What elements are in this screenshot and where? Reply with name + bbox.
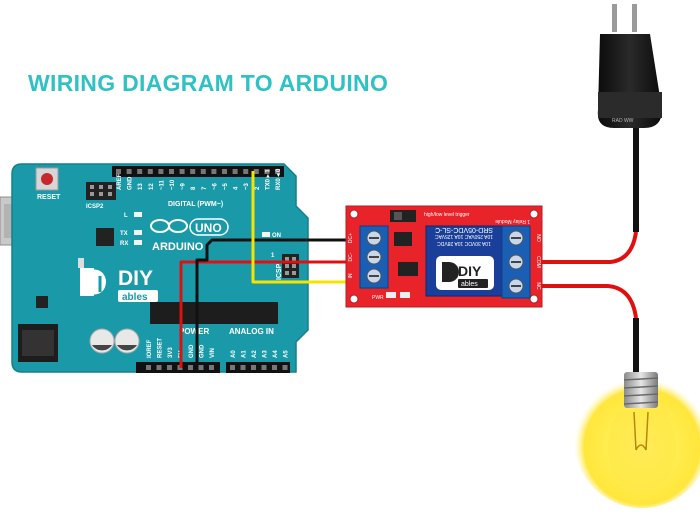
uno-label: UNO bbox=[195, 221, 222, 235]
relay-module: high/low level trigger 1 Relay Module DC… bbox=[345, 205, 543, 308]
digital-pin-label: 7 bbox=[202, 186, 208, 190]
board-brand: DIY bbox=[118, 267, 153, 290]
plug-prong-right bbox=[632, 4, 637, 32]
light-bulb-icon bbox=[574, 372, 700, 508]
diagram-title: WIRING DIAGRAM TO ARDUINO bbox=[28, 70, 389, 96]
diyables-logo-icon bbox=[80, 266, 110, 298]
led-rx bbox=[134, 240, 142, 245]
led-l bbox=[134, 212, 142, 217]
on-label: ON bbox=[272, 233, 281, 239]
power-pin-label: VIN bbox=[210, 348, 216, 358]
digital-pin-label: ~11 bbox=[159, 179, 165, 190]
relay-spec-line: 10A 250VAC 10A 125VAC bbox=[435, 233, 493, 239]
power-pin-label: GND bbox=[200, 344, 206, 358]
pwr-label: PWR bbox=[372, 295, 384, 301]
icsp-pin1-label: 1 bbox=[271, 253, 275, 259]
led-tx bbox=[134, 230, 142, 235]
led-l-label: L bbox=[124, 213, 128, 219]
power-pin-label: GND bbox=[189, 344, 195, 358]
board-brand-sub: ables bbox=[122, 292, 148, 303]
relay-output-label: NC bbox=[535, 282, 541, 290]
digital-pin-label: 8 bbox=[191, 186, 197, 190]
adapter-label: RAD WW bbox=[612, 118, 634, 124]
digital-pin-label: ~5 bbox=[223, 182, 229, 190]
usb-chip bbox=[96, 228, 114, 246]
relay-brand-sub: ables bbox=[461, 281, 478, 288]
digital-pin-label: RX0 ◂ 0 bbox=[276, 168, 282, 190]
analog-label: ANALOG IN bbox=[229, 327, 274, 336]
digital-pin-label: ~3 bbox=[244, 182, 250, 190]
analog-pin-label: A1 bbox=[242, 350, 248, 358]
analog-pin-label: A2 bbox=[252, 350, 258, 358]
relay-header2: 1 Relay Module bbox=[495, 218, 530, 224]
icsp2-header bbox=[86, 182, 116, 200]
power-adapter: RAD WW bbox=[597, 4, 662, 128]
analog-pin-label: A4 bbox=[273, 350, 279, 358]
atmega-chip bbox=[150, 302, 278, 324]
digital-pin-label: ~10 bbox=[170, 179, 176, 190]
digital-pin-label: AREF bbox=[117, 173, 123, 190]
bulb-glass bbox=[607, 410, 677, 492]
uno-badge bbox=[189, 218, 229, 236]
relay-input-label: DC+ bbox=[348, 233, 354, 243]
trigger-jumper bbox=[390, 210, 416, 222]
arduino-logo-icon bbox=[150, 219, 188, 233]
relay-header: high/low level trigger bbox=[424, 212, 470, 218]
led-tx-label: TX bbox=[120, 231, 128, 237]
relay-input-label: IN bbox=[348, 273, 354, 278]
power-label: POWER bbox=[179, 327, 209, 336]
digital-pin-label: 12 bbox=[149, 183, 155, 190]
wires bbox=[179, 128, 639, 372]
wire-mains-live bbox=[514, 231, 638, 264]
relay-output-label: NO bbox=[535, 234, 541, 242]
reset-label: RESET bbox=[37, 194, 61, 201]
icsp-label: ICSP bbox=[276, 263, 283, 280]
led-rx-label: RX bbox=[120, 241, 128, 247]
digital-pin-label: ~9 bbox=[181, 182, 187, 190]
relay-input-label: DC- bbox=[348, 252, 354, 261]
relay-spec-line: 10A 30VDC 10A 28VDC bbox=[437, 240, 491, 246]
icsp-header bbox=[282, 254, 299, 278]
digital-label: DIGITAL (PWM~) bbox=[168, 201, 223, 208]
digital-pin-label: 4 bbox=[234, 186, 240, 190]
bulb-base bbox=[624, 372, 658, 408]
analog-pin-label: A0 bbox=[231, 350, 237, 358]
analog-pin-label: A5 bbox=[284, 350, 290, 358]
arduino-name: ARDUINO bbox=[152, 241, 204, 253]
wire-signal bbox=[251, 171, 360, 284]
icsp2-label: ICSP2 bbox=[86, 204, 104, 210]
led-on bbox=[262, 232, 270, 237]
wire-lamp-switched bbox=[514, 284, 638, 319]
power-pin-label: 3V3 bbox=[168, 347, 174, 358]
analog-pin-label: A3 bbox=[263, 350, 269, 358]
plug-prong-left bbox=[612, 4, 617, 32]
digital-pin-label: GND bbox=[128, 176, 134, 190]
wire-5v bbox=[179, 260, 360, 368]
power-pin-label: RESET bbox=[158, 338, 164, 358]
digital-pin-label: 13 bbox=[138, 183, 144, 190]
power-pin-label: IOREF bbox=[147, 339, 153, 358]
digital-pin-label: 2 bbox=[255, 186, 261, 190]
wire-gnd bbox=[195, 238, 360, 368]
optocoupler bbox=[394, 232, 412, 246]
digital-header bbox=[112, 166, 284, 177]
digital-pin-label: ~6 bbox=[212, 182, 218, 190]
analog-header bbox=[226, 362, 290, 373]
relay-output-label: COM bbox=[535, 256, 541, 268]
relay-spec-line: SRD-05VDC-SL-C bbox=[435, 226, 493, 233]
digital-pin-label: TX0 ▸ 1 bbox=[265, 169, 271, 190]
relay-brand: DIY bbox=[458, 263, 482, 279]
